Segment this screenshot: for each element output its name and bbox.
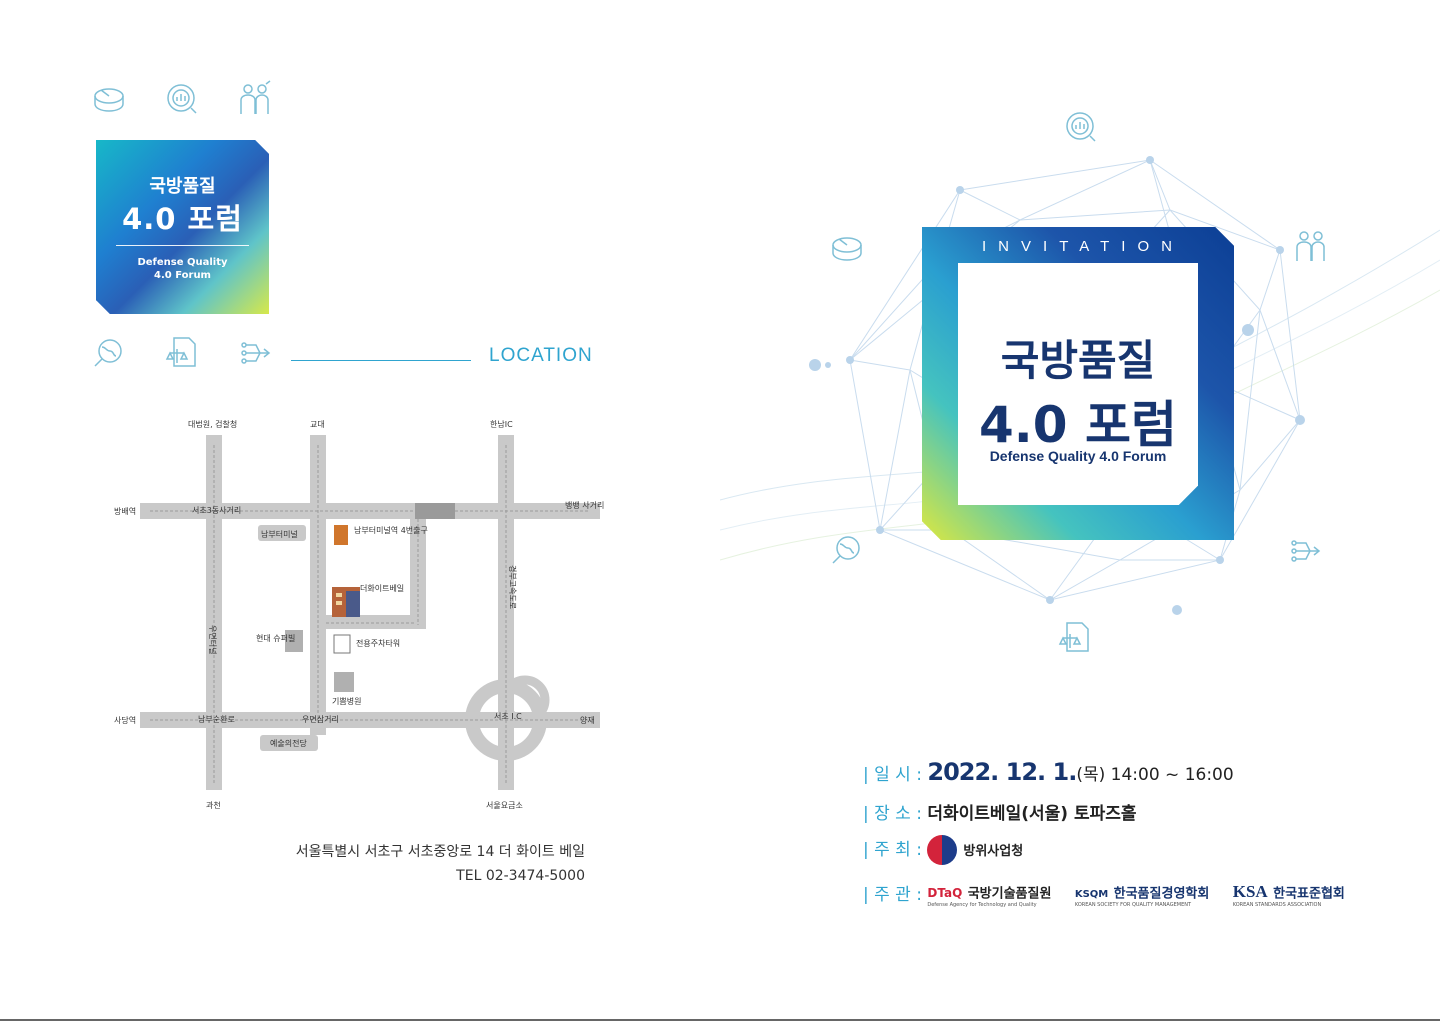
dapa-emblem-icon [927,835,958,865]
hotel-icon [332,587,360,617]
location-heading: LOCATION [489,345,593,366]
law-document-icon [1058,620,1092,654]
date-rest: (목) 14:00 ~ 16:00 [1076,765,1234,785]
bldg-hyundai [285,630,303,652]
date-row: | 일 시 : 2022. 12. 1.(목) 14:00 ~ 16:00 [863,758,1234,786]
date-value: 2022. 12. 1. [927,758,1077,786]
world-search-icon [92,337,126,369]
organizer-label: | 주 관 : [863,885,922,905]
pie-chart-icon [92,84,126,114]
ksqm-sub: KOREAN SOCIETY FOR QUALITY MANAGEMENT [1074,902,1192,908]
subway-line3-icon [334,525,348,545]
organizer-ksa: KSA 한국표준협회 KOREAN STANDARDS ASSOCIATION [1233,882,1345,908]
card-english-line2: 4.0 Forum [154,270,211,281]
invitation-label: INVITATION [982,238,1184,255]
road-side-h [326,615,426,629]
route-arrows [150,445,590,785]
map-label-gyeongbu: 경부고속도로 [508,565,518,609]
map-label-court: 대법원, 검찰청 [188,419,237,429]
tel-text: TEL 02-3474-5000 [456,868,585,884]
map-label-bangbae: 방배역 [114,506,136,516]
card-title-line2: 4.0 포럼 [122,202,243,236]
card-divider [116,245,249,246]
card-title-line1: 국방품질 [149,176,216,197]
location-map: 대법원, 검찰청 교대 한남IC 방배역 서초3동사거리 뱅뱅 사거리 남부터미… [114,419,604,810]
map-label-gyodae: 교대 [310,420,325,429]
map-label-seocho3: 서초3동사거리 [192,506,241,515]
organizer-dtaq: DTaQ 국방기술품질원 Defense Agency for Technolo… [927,882,1051,908]
place-row: | 장 소 : 더화이트베일(서울) 토파즈홀 [863,799,1137,824]
world-search-icon [830,534,864,566]
organizer-row: | 주 관 : DTaQ 국방기술품질원 Defense Agency for … [863,880,1345,908]
place-value: 더화이트베일(서울) 토파즈홀 [927,804,1137,824]
organizer-ksqm: KSQM 한국품질경영학회 KOREAN SOCIETY FOR QUALITY… [1074,882,1210,909]
main-title-line2: 4.0 포럼 [979,396,1177,454]
team-icon [236,80,272,118]
location-rule [291,360,471,361]
ksa-mark: KSA [1232,882,1268,901]
ksqm-name: 한국품질경영학회 [1113,886,1210,902]
map-label-station: 남부터미널역 4번출구 [354,525,428,535]
label-box-art [260,735,318,751]
map-label-parking: 전용주차타워 [356,638,400,648]
page-bottom-rule [0,1019,1440,1021]
map-label-tollgate: 서울요금소 [486,801,523,810]
place-label: | 장 소 : [863,804,922,824]
map-label-nambusunhwan: 남부순환로 [198,714,235,724]
dtaq-mark: DTaQ [927,886,963,900]
host-row: | 주 최 : 방위사업청 [863,835,1023,865]
map-label-art: 예술의전당 [270,738,307,748]
host-label: | 주 최 : [863,840,922,860]
map-label-banpo: 뱅뱅 사거리 [565,500,604,510]
ksa-name: 한국표준협회 [1273,886,1345,902]
invitation-inner-panel [958,263,1198,505]
map-label-umyeon-tunnel: 우면터널 [208,625,218,654]
pie-chart-icon [830,233,864,263]
analytics-icon [165,82,199,116]
law-document-icon [165,335,199,369]
main-subtitle: Defense Quality 4.0 Forum [989,448,1167,464]
analytics-icon [1064,110,1098,144]
map-label-terminal: 남부터미널 [261,530,298,539]
map-label-yangjae: 양재 [580,716,595,725]
label-box-terminal [258,525,306,541]
parking-tower-icon [333,634,351,654]
map-label-hyundai: 현대 슈퍼빌 [256,633,295,643]
card-english-line1: Defense Quality [137,257,228,268]
map-label-hotel: 더화이트베일 [360,583,404,593]
bldg-hospital [334,672,354,692]
network-arrow-icon [240,340,274,366]
date-label: | 일 시 : [863,765,922,785]
ksqm-mark: KSQM [1074,889,1109,900]
dtaq-name: 국방기술품질원 [967,886,1052,902]
address-text: 서울특별시 서초구 서초중앙로 14 더 화이트 베일 [295,844,585,860]
ksa-sub: KOREAN STANDARDS ASSOCIATION [1232,902,1322,908]
address-block: 서울특별시 서초구 서초중앙로 14 더 화이트 베일 TEL 02-3474-… [296,840,585,888]
map-label-ic: 서초 I.C [494,712,522,721]
forum-logo-card: 국방품질 4.0 포럼 Defense Quality 4.0 Forum [96,140,269,314]
map-label-sadang: 사당역 [114,715,136,725]
dtaq-sub: Defense Agency for Technology and Qualit… [927,902,1037,908]
network-arrow-icon [1290,538,1324,564]
map-label-umyeon3: 우면삼거리 [302,714,339,724]
team-icon [1292,227,1328,265]
map-label-gwacheon: 과천 [206,800,221,810]
map-label-hannam: 한남IC [490,420,513,429]
host-value: 방위사업청 [963,844,1024,859]
map-label-hospital: 기쁨병원 [332,697,361,706]
main-title-line1: 국방품질 [1000,336,1156,385]
